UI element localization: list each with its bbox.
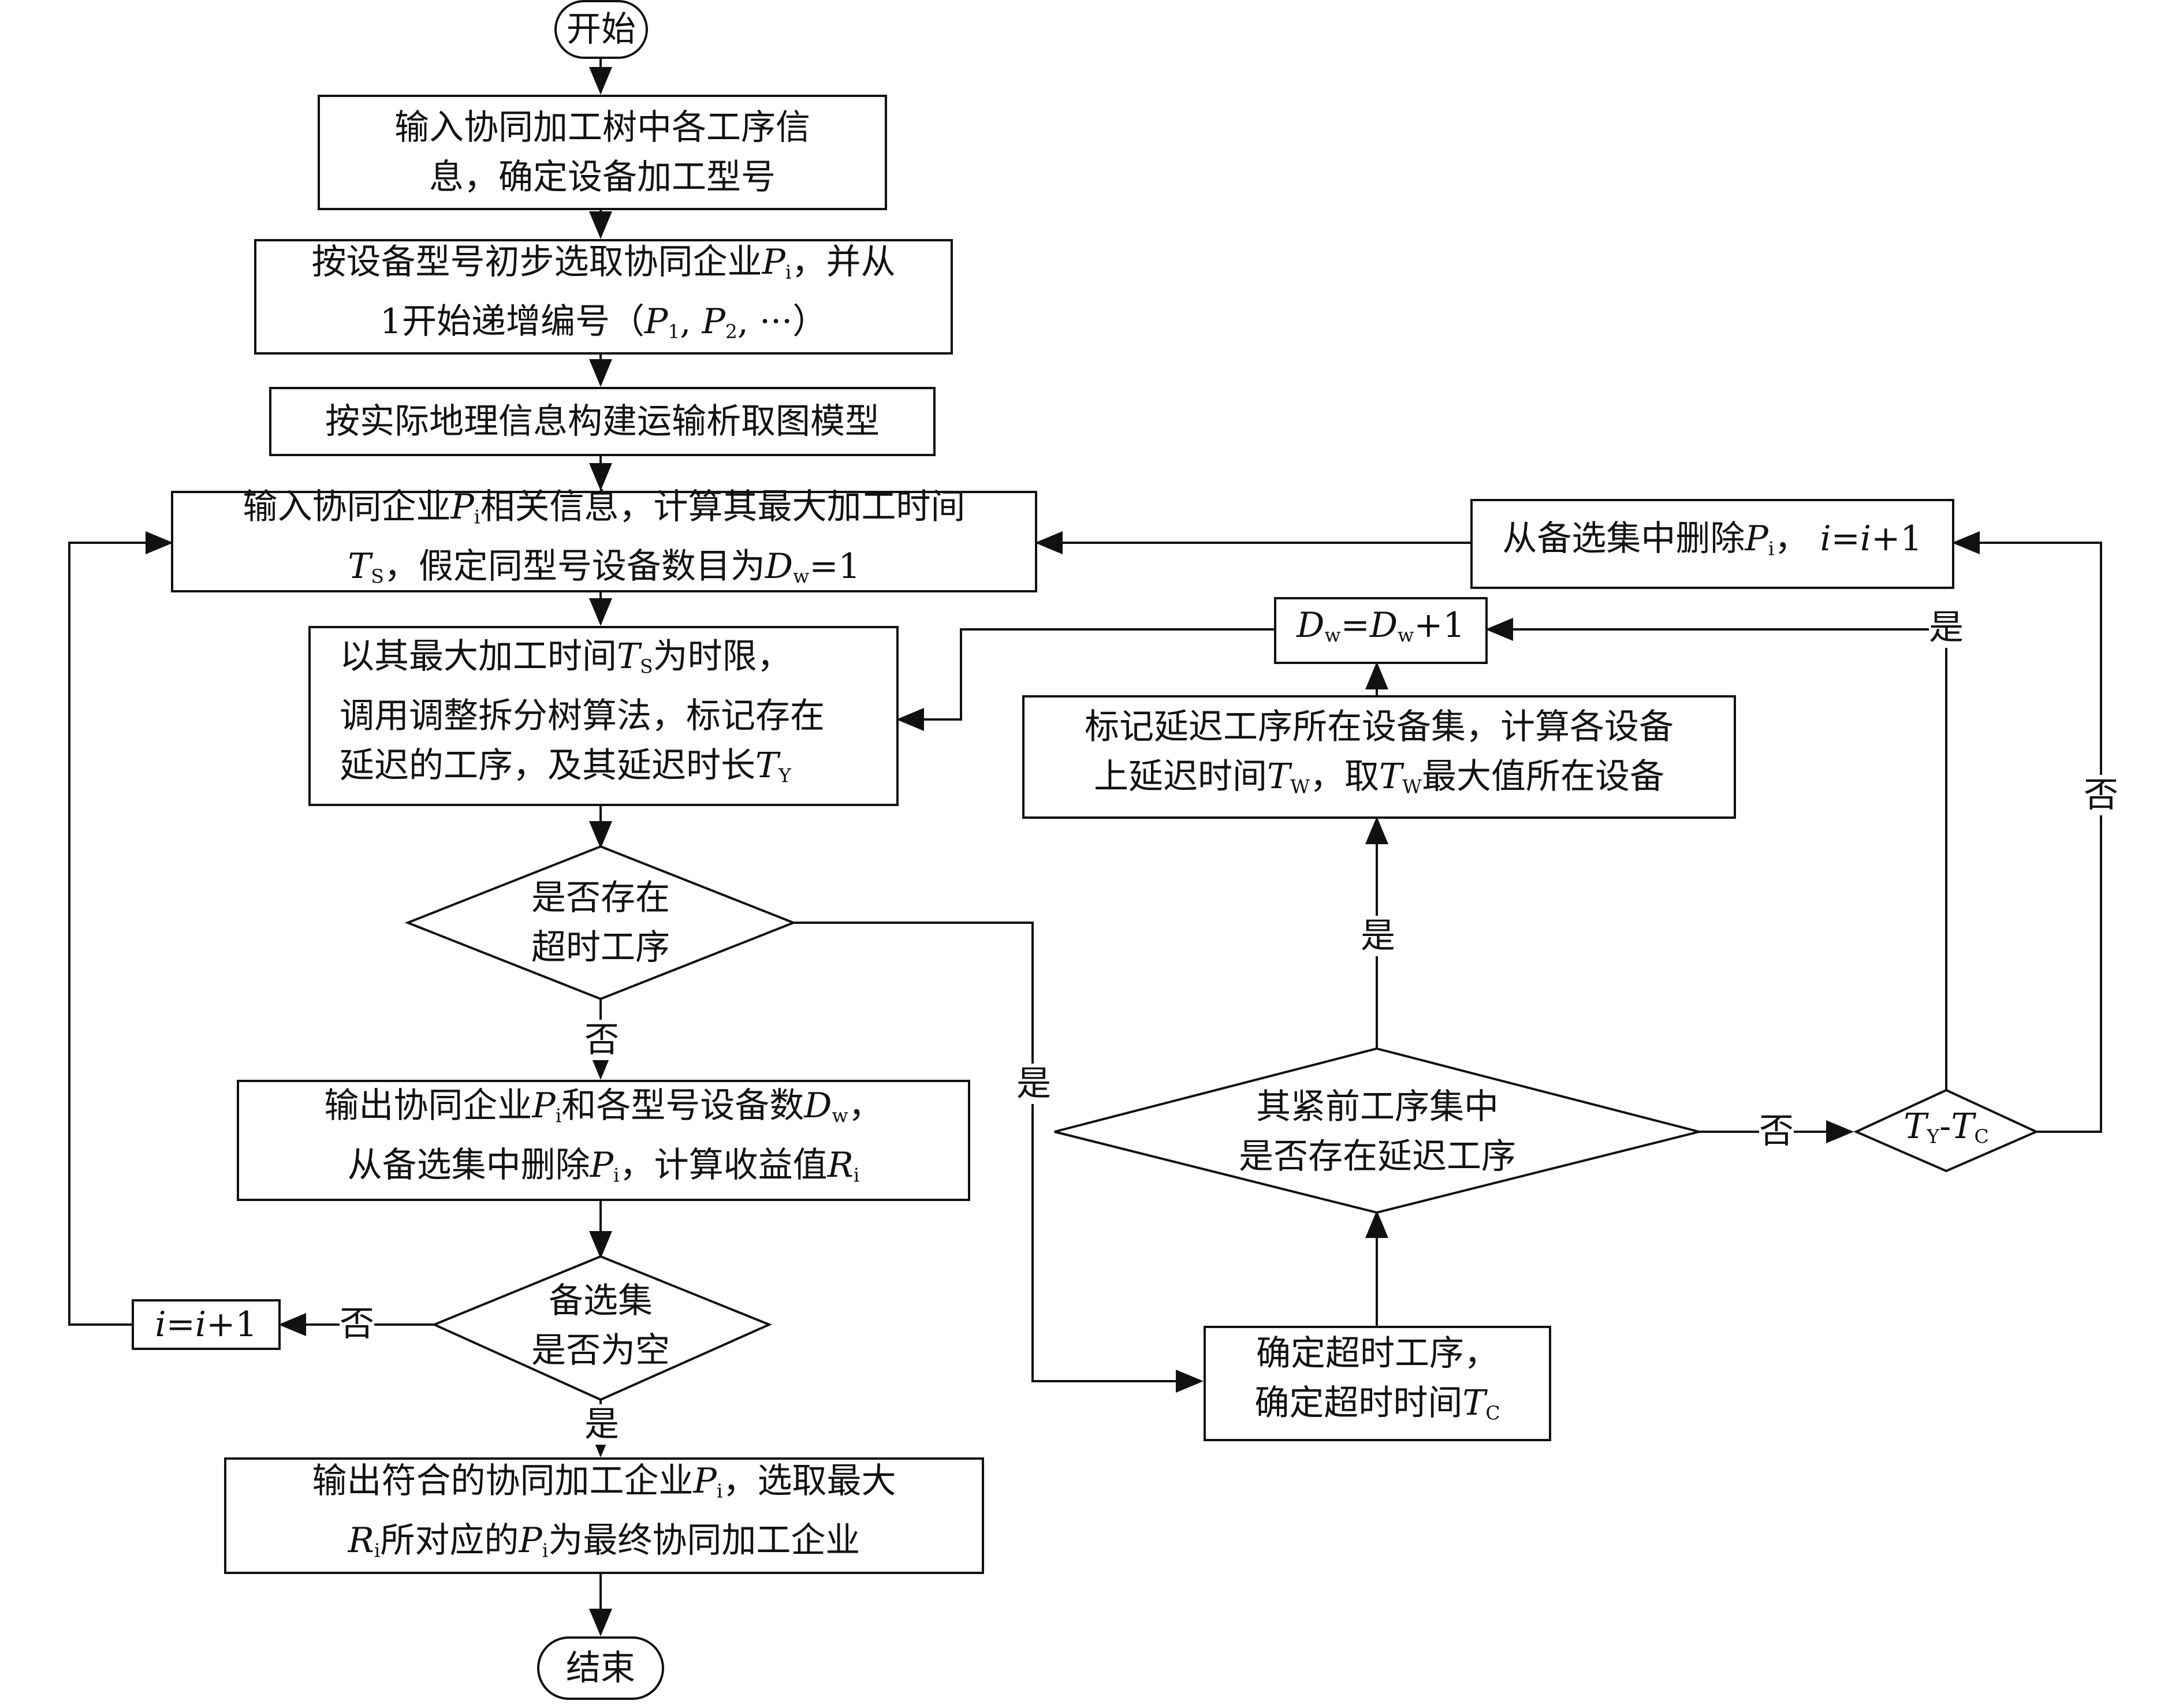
- select-l1b: ，并从: [791, 241, 896, 282]
- algo-l3a: 延迟的工序，及其延迟时长: [340, 745, 755, 786]
- determine-line2: 确定超时时间TC: [1254, 1383, 1500, 1424]
- label-compare-yes: 是: [1929, 607, 1964, 648]
- select-l2b: ）: [792, 301, 828, 342]
- decision-compare-diamond: [1853, 1088, 2039, 1173]
- select-line1: 按设备型号初步选取协同企业Pi，并从: [311, 241, 896, 283]
- remove-line1: 从备选集中删除Pi， i=i+1: [1502, 519, 1923, 560]
- select-l1a: 按设备型号初步选取协同企业: [311, 241, 762, 282]
- label-timeout-no: 否: [584, 1020, 619, 1060]
- dw-incr-text: Dw=Dw+1: [1297, 605, 1465, 647]
- mark-l2c: 最大值所在设备: [1421, 756, 1664, 797]
- output-l2a: 从备选集中删除: [347, 1145, 590, 1185]
- decision-pred-diamond: [1054, 1047, 1700, 1214]
- dw-increment-box: Dw=Dw+1: [1274, 597, 1488, 664]
- dec-timeout-line1: 是否存在: [531, 878, 670, 918]
- final-line1: 输出符合的协同加工企业Pi，选取最大: [312, 1460, 896, 1502]
- input-tree-line2: 息，确定设备加工型号: [429, 157, 776, 197]
- output-line2: 从备选集中删除Pi，计算收益值Ri: [347, 1145, 860, 1187]
- input-ent-l1b: 相关信息，计算其最大加工时间: [480, 486, 966, 527]
- determine-l2a: 确定超时时间: [1254, 1383, 1463, 1424]
- input-ent-line2: TS，假定同型号设备数目为Dw=1: [348, 546, 860, 588]
- arrow-compare-no-to-remove: [1952, 531, 2102, 1133]
- remove-pi-box: 从备选集中删除Pi， i=i+1: [1470, 499, 1954, 589]
- output-line1: 输出协同企业Pi和各型号设备数Dw，: [324, 1085, 883, 1127]
- increment-i-box: i=i+1: [132, 1299, 281, 1350]
- determine-timeout-box: 确定超时工序， 确定超时时间TC: [1204, 1326, 1551, 1441]
- algo-l1b: 为时限，: [653, 636, 792, 677]
- input-ent-l2b: =1: [809, 546, 860, 587]
- mark-l2b: ，取: [1310, 756, 1379, 797]
- input-enterprise-box: 输入协同企业Pi相关信息，计算其最大加工时间 TS，假定同型号设备数目为Dw=1: [171, 487, 1037, 592]
- input-ent-line1: 输入协同企业Pi相关信息，计算其最大加工时间: [243, 486, 966, 528]
- input-tree-line1: 输入协同加工树中各工序信: [394, 107, 810, 148]
- determine-line1: 确定超时工序，: [1256, 1333, 1499, 1374]
- dec-empty-line2: 是否为空: [531, 1330, 670, 1371]
- select-enterprise-box: 按设备型号初步选取协同企业Pi，并从 1开始递增编号（P1, P2, ···）: [254, 239, 953, 355]
- compare-line: TY-TC: [1903, 1106, 1989, 1148]
- dec-pred-line1: 其紧前工序集中: [1256, 1087, 1499, 1127]
- label-empty-no: 否: [340, 1304, 374, 1344]
- decision-timeout-diamond: [404, 845, 797, 1001]
- dec-pred-line2: 是否存在延迟工序: [1239, 1136, 1516, 1177]
- mark-delay-box: 标记延迟工序所在设备集，计算各设备 上延迟时间TW，取TW最大值所在设备: [1022, 695, 1736, 819]
- start-text: 开始: [567, 9, 636, 50]
- mark-line2: 上延迟时间TW，取TW最大值所在设备: [1094, 756, 1664, 798]
- algo-line2: 调用调整拆分树算法，标记存在: [340, 696, 825, 736]
- final-l2b: 为最终协同加工企业: [548, 1520, 860, 1561]
- label-pred-yes: 是: [1361, 916, 1395, 956]
- mark-line1: 标记延迟工序所在设备集，计算各设备: [1085, 707, 1674, 748]
- output-enterprise-box: 输出协同企业Pi和各型号设备数Dw， 从备选集中删除Pi，计算收益值Ri: [237, 1080, 970, 1201]
- decision-timeout-text: 是否存在 超时工序: [485, 872, 716, 974]
- dec-empty-line1: 备选集: [549, 1281, 653, 1321]
- arrow-timeout-yes-to-determine: [794, 922, 1204, 1393]
- call-algorithm-box: 以其最大加工时间TS为时限， 调用调整拆分树算法，标记存在 延迟的工序，及其延迟…: [308, 626, 899, 806]
- output-l1a: 输出协同企业: [324, 1085, 532, 1126]
- final-l1b: ，选取最大: [722, 1460, 896, 1501]
- output-l1c: ，: [848, 1085, 883, 1126]
- select-l2a: 1开始递增编号（: [379, 301, 645, 342]
- decision-empty-text: 备选集 是否为空: [497, 1275, 705, 1377]
- select-line2: 1开始递增编号（P1, P2, ···）: [379, 301, 828, 343]
- output-l2b: ，计算收益值: [619, 1145, 828, 1185]
- decision-empty-diamond: [431, 1255, 773, 1401]
- decision-pred-text: 其紧前工序集中 是否存在延迟工序: [1190, 1081, 1565, 1183]
- label-empty-yes: 是: [584, 1404, 619, 1445]
- final-line2: Ri所对应的Pi为最终协同加工企业: [348, 1520, 860, 1562]
- arrow-incr-loop-back: [68, 531, 173, 1326]
- compare-sep: -: [1939, 1106, 1951, 1147]
- output-l1b: 和各型号设备数: [561, 1085, 804, 1126]
- arrow-dw-to-algo: [896, 628, 1274, 731]
- remove-l1b: ，: [1774, 519, 1809, 560]
- input-ent-l2a: ，假定同型号设备数目为: [383, 546, 765, 587]
- label-compare-no: 否: [2084, 775, 2118, 815]
- end-terminal: 结束: [537, 1636, 664, 1700]
- final-l2a: 所对应的: [380, 1520, 519, 1561]
- incr-i-text: i=i+1: [155, 1304, 258, 1345]
- mark-l2a: 上延迟时间: [1094, 756, 1268, 797]
- build-graph-box: 按实际地理信息构建运输析取图模型: [269, 387, 936, 456]
- final-l1a: 输出符合的协同加工企业: [312, 1460, 694, 1501]
- input-ent-l1a: 输入协同企业: [243, 486, 451, 527]
- final-output-box: 输出符合的协同加工企业Pi，选取最大 Ri所对应的Pi为最终协同加工企业: [224, 1457, 984, 1574]
- algo-line3: 延迟的工序，及其延迟时长TY: [340, 745, 791, 787]
- label-timeout-yes: 是: [1016, 1064, 1051, 1104]
- build-graph-text: 按实际地理信息构建运输析取图模型: [325, 401, 880, 442]
- dec-timeout-line2: 超时工序: [531, 927, 670, 968]
- compare-text: TY-TC: [1877, 1106, 2016, 1157]
- label-pred-no: 否: [1759, 1111, 1794, 1151]
- input-tree-box: 输入协同加工树中各工序信 息，确定设备加工型号: [318, 95, 887, 210]
- remove-l1a: 从备选集中删除: [1502, 519, 1745, 560]
- end-text: 结束: [566, 1648, 635, 1688]
- algo-line1: 以其最大加工时间TS为时限，: [340, 636, 792, 677]
- start-terminal: 开始: [554, 0, 648, 59]
- algo-l1a: 以其最大加工时间: [340, 636, 617, 677]
